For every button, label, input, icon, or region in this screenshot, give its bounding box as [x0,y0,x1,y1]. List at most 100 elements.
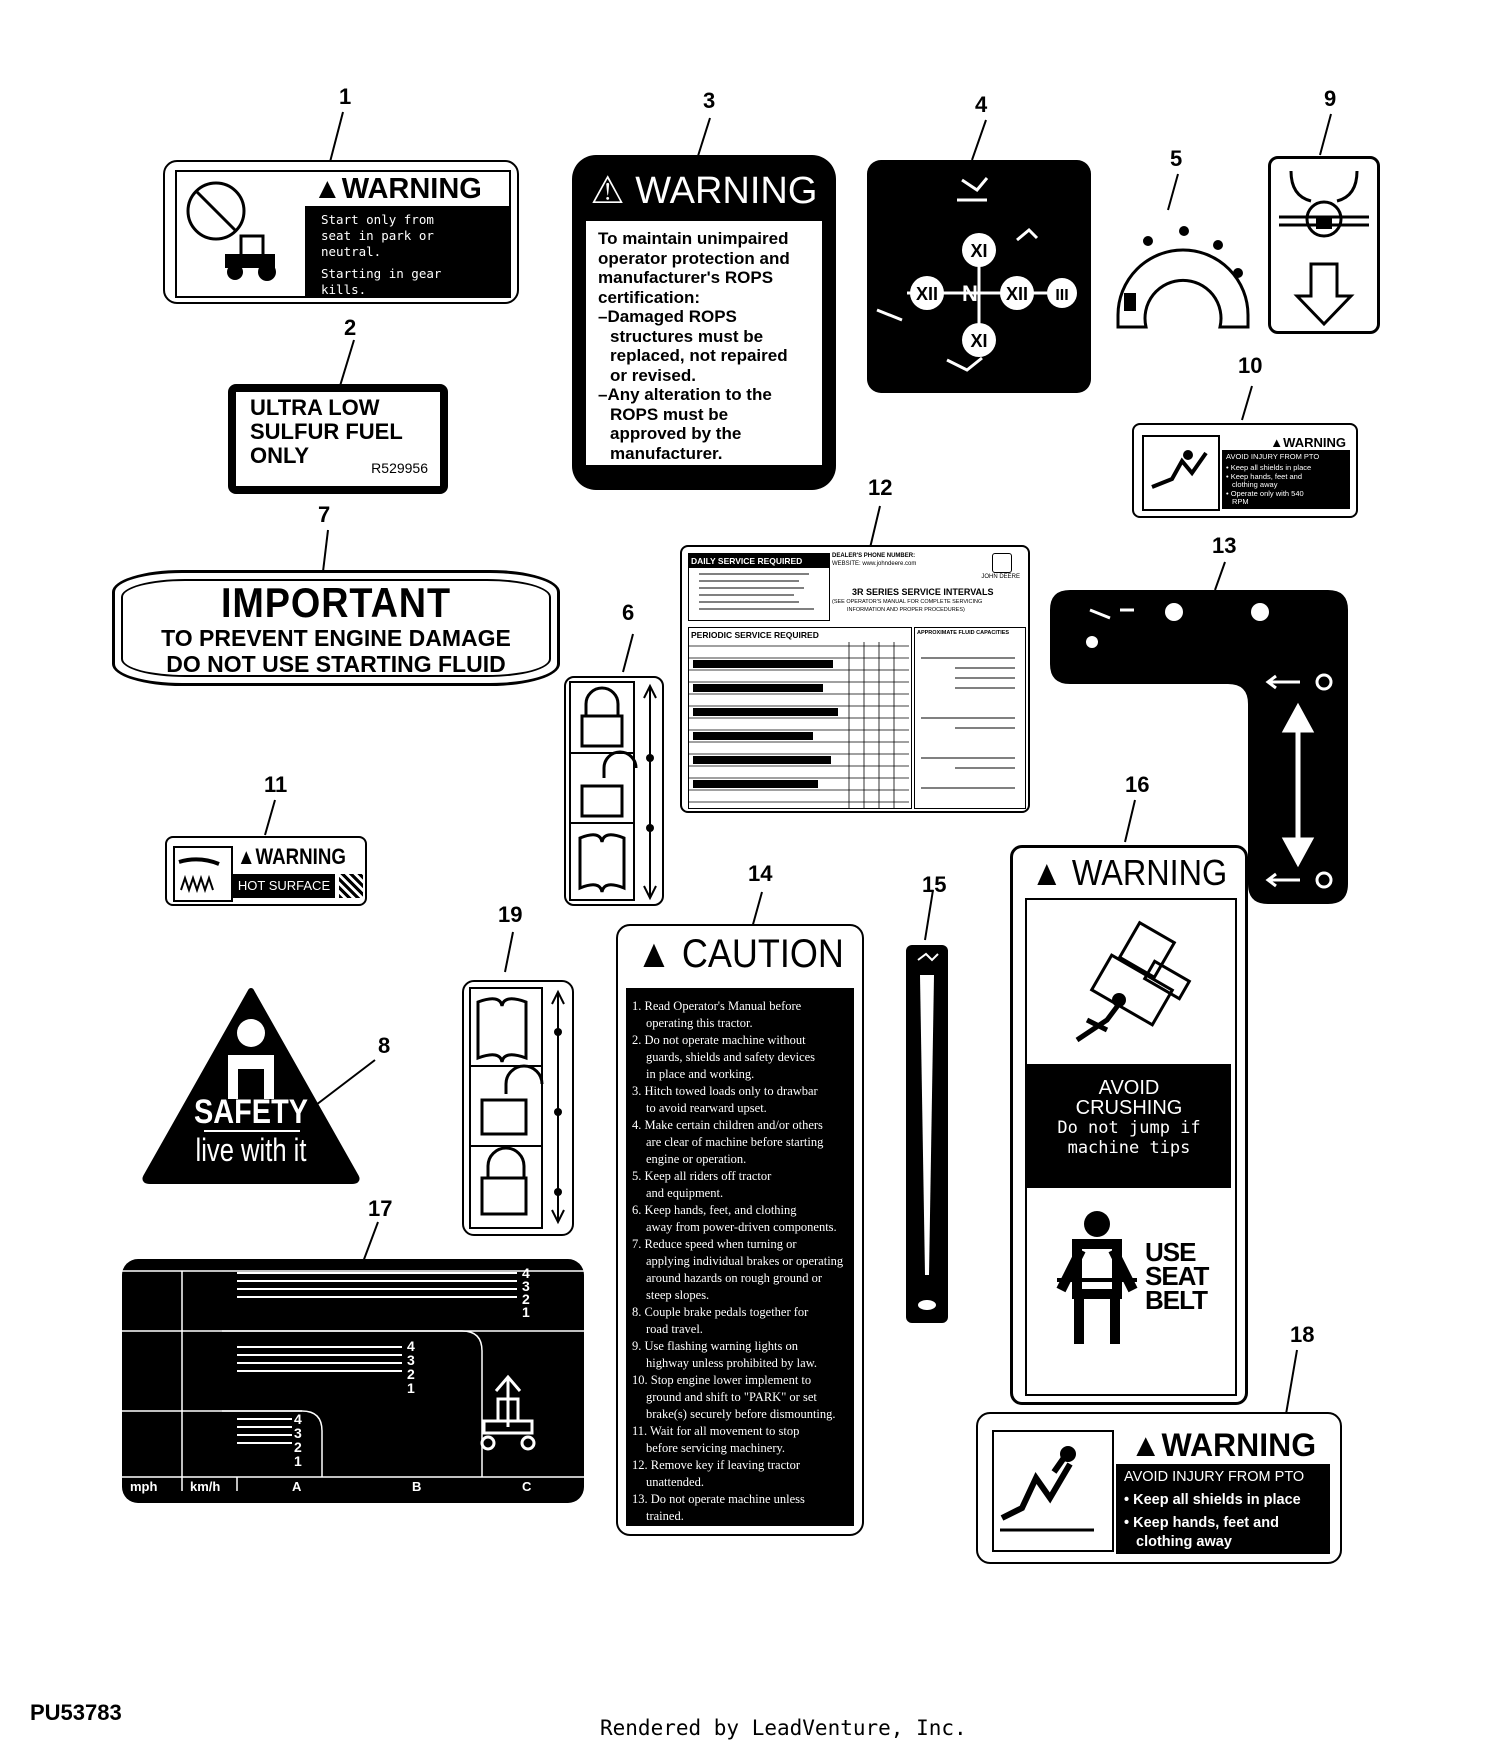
gear-1-a: 1 [522,1304,530,1320]
range-c: C [522,1479,532,1494]
label-18-heading: ▲WARNING [1129,1427,1317,1463]
callout-5: 5 [1170,146,1183,171]
callout-3: 3 [703,88,716,113]
callout-9: 9 [1324,86,1337,111]
callout-18: 18 [1290,1322,1315,1347]
lock-down-arrow-icon [1279,170,1369,327]
label-2-inner: ULTRA LOW SULFUR FUEL ONLY R529956 [236,392,440,486]
hot-surface-hand-icon [173,846,233,902]
label-7-important-starting-fluid: IMPORTANT TO PREVENT ENGINE DAMAGE DO NO… [112,570,560,686]
gear-2-a: 2 [522,1291,530,1307]
live-with-it-text: live with it [196,1133,307,1168]
label-13-l-decal [1050,590,1348,904]
label-6-lock-slider [564,676,664,906]
label-17-speed-chart: 4 3 2 1 4 3 2 1 4 3 2 1 mph km/h A B C [122,1259,584,1503]
callout-6: 6 [622,600,635,625]
label-18-body: AVOID INJURY FROM PTO • Keep all shields… [1116,1464,1330,1554]
label-4-joystick-pattern: XI XI XII N XII III [867,160,1091,393]
label-1-text-panel: ▲WARNING Start only from seat in park or… [305,172,509,297]
label-1-heading: ▲WARNING [305,172,509,206]
periodic-service-table: PERIODIC SERVICE REQUIRED [688,627,912,809]
callout-4: 4 [975,92,988,117]
joystick-right: XII [1006,284,1028,304]
label-5-throttle-arc [1116,226,1250,329]
callout-2: 2 [344,315,357,340]
callout-19: 19 [498,902,523,927]
unit-kmh: km/h [190,1479,220,1494]
callout-11: 11 [264,772,288,797]
label-16-seatbelt-text: USE SEAT BELT [1145,1237,1209,1315]
label-14-caution: ▲ CAUTION 1. Read Operator's Manual befo… [616,924,864,1536]
warning-triangle-icon: ▲ [1030,852,1063,893]
label-10-body: • Keep all shields in place • Keep hands… [1226,463,1312,506]
label-11-heading: ▲WARNING [237,844,346,869]
warning-triangle-icon: ▲ [636,932,672,976]
label-3-heading: ⚠ WARNING [590,170,818,212]
label-14-body: 1. Read Operator's Manual before operati… [626,988,854,1526]
label-15-throttle-strip [906,945,948,1323]
gear-4-c: 4 [294,1411,302,1427]
gear-2-c: 2 [294,1439,302,1455]
gear-1-c: 1 [294,1453,302,1469]
john-deere-logo [992,553,1012,573]
warning-triangle-icon: ▲ [313,173,342,205]
qr-code [339,874,363,898]
label-11-hot-surface: ▲WARNING HOT SURFACE [165,836,367,906]
label-14-heading: ▲ CAUTION [636,932,844,976]
joystick-bottom: XI [970,331,987,351]
label-10-text-panel: ▲WARNING AVOID INJURY FROM PTO • Keep al… [1222,435,1350,509]
fluid-capacities-box: APPROXIMATE FLUID CAPACITIES [914,627,1026,809]
callout-14: 14 [748,861,773,886]
safety-text: SAFETY [194,1092,308,1131]
label-8-safety-triangle: SAFETY live with it [142,988,360,1184]
unit-mph: mph [130,1479,158,1494]
label-18-pto-icon [992,1430,1114,1552]
callout-8: 8 [378,1033,391,1058]
joystick-top: XI [970,241,987,261]
callout-17: 17 [368,1196,393,1221]
joystick-center: N [962,281,978,306]
label-16-crushing-seatbelt: ▲ WARNING AVOID CRUSHING Do not jump if … [1010,845,1248,1405]
joystick-far-right: III [1055,287,1068,304]
label-18-pto-warning-large: ▲WARNING AVOID INJURY FROM PTO • Keep al… [976,1412,1342,1564]
callout-16: 16 [1125,772,1150,797]
label-16-panel: AVOID CRUSHING Do not jump if machine ti… [1025,898,1237,1396]
callout-12: 12 [868,475,893,500]
callout-7: 7 [318,502,331,527]
callout-13: 13 [1212,533,1237,558]
no-tractor-icon [186,181,276,281]
gear-3-c: 3 [294,1425,302,1441]
callout-10: 10 [1238,353,1263,378]
label-1-inner: ▲WARNING Start only from seat in park or… [175,170,511,298]
warning-triangle-icon: ⚠ [590,170,625,212]
range-b: B [412,1479,421,1494]
pto-icon [1142,435,1220,511]
label-3-rops-warning: ⚠ WARNING To maintain unimpaired operato… [572,155,836,490]
gear-2-b: 2 [407,1366,415,1382]
book-unlock-lock-icons [469,987,565,1229]
callout-1: 1 [339,84,352,109]
label-9-hitch-lock [1268,156,1380,334]
gear-4-b: 4 [407,1338,415,1354]
label-16-crushing-box: AVOID CRUSHING Do not jump if machine ti… [1027,1064,1231,1188]
label-1-body: Start only from seat in park or neutral.… [321,212,442,297]
gear-3-a: 3 [522,1278,530,1294]
gear-3-b: 3 [407,1352,415,1368]
gear-4-a: 4 [522,1265,530,1281]
label-16-heading: ▲ WARNING [1030,852,1228,893]
label-19-lock-slider [462,980,574,1236]
label-2-ulsd-fuel: ULTRA LOW SULFUR FUEL ONLY R529956 [228,384,448,494]
rendered-by-credit: Rendered by LeadVenture, Inc. [600,1716,967,1740]
speed-chart-diagram: 4 3 2 1 4 3 2 1 4 3 2 1 mph km/h A B C [122,1265,584,1494]
joystick-diagram: XI XI XII N XII III [876,177,1077,372]
joystick-left: XII [916,284,938,304]
label-1-warning-start: ▲WARNING Start only from seat in park or… [163,160,519,304]
daily-service-box: DAILY SERVICE REQUIRED [688,553,830,621]
range-a: A [292,1479,302,1494]
label-10-heading: ▲WARNING [1222,435,1350,450]
label-7-inner: IMPORTANT TO PREVENT ENGINE DAMAGE DO NO… [121,579,551,677]
seatbelt-person-icon [1056,1211,1138,1344]
part-code: PU53783 [30,1700,122,1725]
label-3-body: To maintain unimpaired operator protecti… [586,221,822,465]
